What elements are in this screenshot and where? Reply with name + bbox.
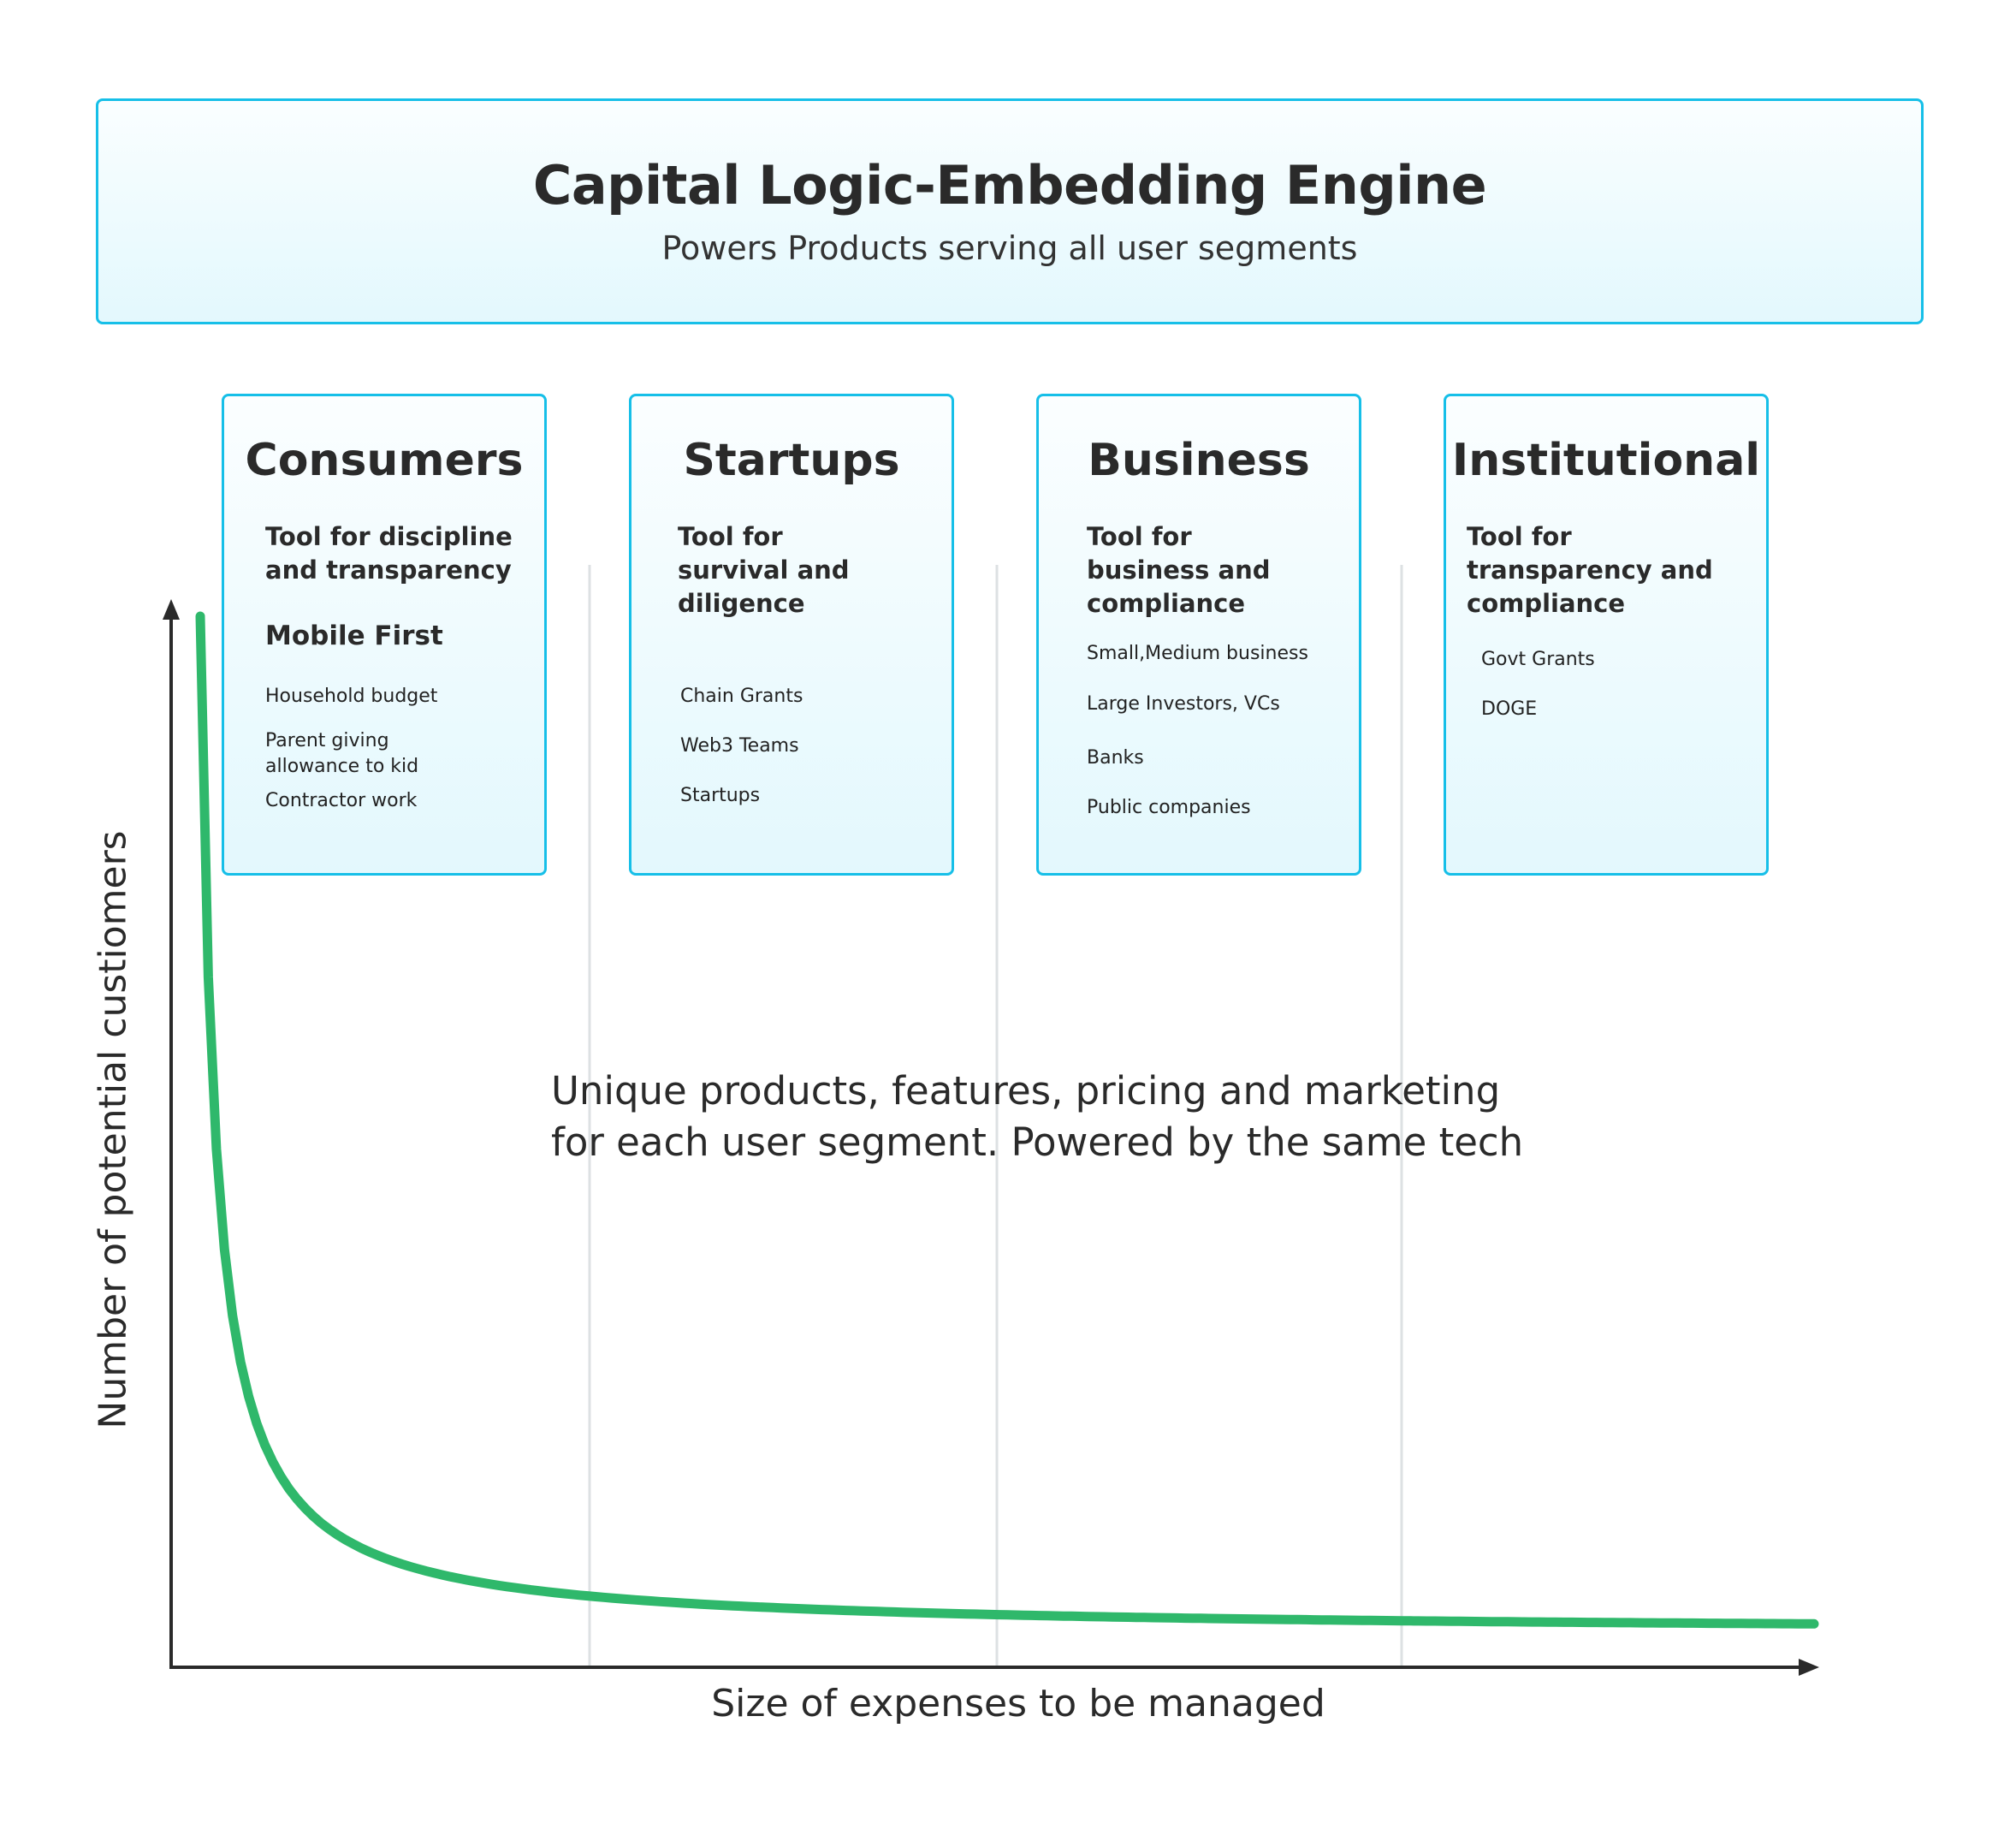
banner-subtitle: Powers Products serving all user segment… — [661, 229, 1358, 267]
segment-item: Banks — [1087, 747, 1144, 769]
segment-title: Consumers — [245, 435, 524, 486]
segment-title: Startups — [683, 435, 900, 486]
segment-item: Chain Grants — [680, 686, 803, 707]
segment-item: Startups — [680, 785, 761, 806]
segment-item: DOGE — [1481, 698, 1538, 720]
segment-item: Contractor work — [265, 790, 418, 811]
segment-card-business: Business Tool for business and complianc… — [1036, 394, 1361, 876]
engine-banner: Capital Logic-Embedding Engine Powers Pr… — [96, 98, 1924, 324]
segment-item: Govt Grants — [1481, 649, 1595, 670]
y-axis-label: Number of potential custiomers — [91, 830, 135, 1429]
y-axis-arrowhead — [163, 599, 180, 620]
segment-item: Small,Medium business — [1087, 643, 1308, 664]
x-axis-label: Size of expenses to be managed — [711, 1682, 1325, 1725]
x-axis-arrowhead — [1799, 1659, 1819, 1676]
segment-card-startups: Startups Tool for survival and diligence… — [629, 394, 954, 876]
segment-tagline: Tool for transparency and compliance — [1467, 522, 1713, 618]
segment-item: Large Investors, VCs — [1087, 693, 1280, 715]
segment-item: Household budget — [265, 686, 438, 707]
segment-card-institutional: Institutional Tool for transparency and … — [1444, 394, 1769, 876]
segment-tagline: Tool for survival and diligence — [678, 522, 850, 618]
segment-item: Parent giving allowance to kid — [265, 730, 419, 777]
segment-tagline: Tool for business and compliance — [1087, 522, 1271, 618]
segment-title: Business — [1088, 435, 1310, 486]
banner-title: Capital Logic-Embedding Engine — [532, 154, 1487, 217]
segment-item: Web3 Teams — [680, 735, 799, 757]
segment-item: Public companies — [1087, 797, 1251, 818]
segment-subhead: Mobile First — [265, 621, 443, 651]
demand-curve-line — [195, 611, 1819, 1629]
segment-card-consumers: Consumers Tool for discipline and transp… — [222, 394, 547, 876]
segment-tagline: Tool for discipline and transparency — [265, 522, 513, 585]
segment-title: Institutional — [1451, 435, 1761, 486]
center-note: Unique products, features, pricing and m… — [551, 1068, 1524, 1165]
